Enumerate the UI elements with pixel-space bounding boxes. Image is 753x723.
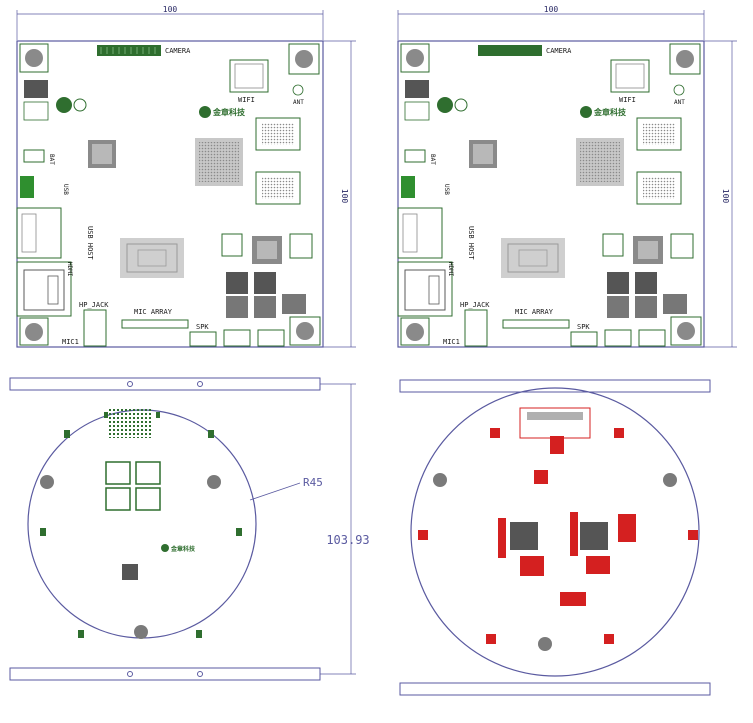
capacitor [56, 97, 72, 113]
mount-hole [40, 475, 54, 489]
brand-logo-icon [199, 106, 211, 118]
hp-jack-label: HP_JACK [460, 301, 490, 309]
board-top-right: 100 100 CAMERA WIFI ANT 金章科技 [397, 5, 737, 348]
round-board-outline [27, 409, 257, 639]
mount-hole [677, 322, 695, 340]
mic-array-label: MIC ARRAY [515, 308, 554, 316]
hp-jack [83, 309, 107, 347]
codec-chip [580, 522, 608, 550]
height-dimension-label: 103.93 [326, 533, 369, 547]
wifi-label: WIFI [238, 96, 255, 104]
brand-label: 金章科技 [593, 107, 627, 117]
ant-label: ANT [293, 99, 304, 106]
dram-chip [255, 117, 301, 151]
board-bottom-left: 金章科技 R45 103.93 [9, 377, 370, 681]
usb-host-label: USB HOST [467, 226, 475, 261]
radius-leader [249, 482, 301, 501]
hp-jack-label: HP_JACK [79, 301, 109, 309]
spk-label: SPK [196, 323, 209, 331]
height-dimension-label: 100 [721, 189, 730, 204]
board-top-left: 100 100 CAMERA WIFI ANT [16, 5, 356, 348]
mic1-label: MIC1 [62, 338, 79, 346]
dram-chip [255, 171, 301, 205]
spk-label: SPK [577, 323, 590, 331]
mount-frame [19, 317, 49, 346]
mount-hole [207, 475, 221, 489]
emmc-chip [501, 238, 565, 278]
wifi-module [229, 59, 269, 93]
hdmi-port [16, 261, 72, 317]
usb-label: USB [62, 184, 69, 195]
usb-otg-port [20, 176, 34, 198]
brand-logo-icon [580, 106, 592, 118]
hdmi-label: HDMI [447, 262, 454, 277]
camera-header [478, 45, 542, 56]
mount-hole [25, 323, 43, 341]
mount-hole [295, 50, 313, 68]
width-dimension-label: 100 [163, 5, 178, 14]
mount-hole [433, 473, 447, 487]
mount-frame [288, 43, 320, 75]
mount-hole [296, 322, 314, 340]
mount-bar-bottom [9, 667, 321, 681]
mount-hole [406, 323, 424, 341]
mic-chip [122, 564, 138, 580]
wifi-module [610, 59, 650, 93]
usb-label: USB [443, 184, 450, 195]
camera-header [97, 45, 161, 56]
bat-connector [23, 149, 45, 163]
dram-chip [636, 117, 682, 151]
wifi-label: WIFI [619, 96, 636, 104]
camera-label: CAMERA [165, 47, 191, 55]
codec-chip [135, 461, 161, 485]
mount-bar-top [9, 377, 321, 391]
radius-label: R45 [303, 476, 323, 489]
dram-chip [636, 171, 682, 205]
bat-label: BAT [429, 154, 436, 165]
board-outline [16, 40, 324, 348]
board-outline [397, 40, 705, 348]
width-dimension-label: 100 [544, 5, 559, 14]
hdmi-label: HDMI [66, 262, 73, 277]
height-dimension-label: 100 [340, 189, 349, 204]
mount-hole [406, 49, 424, 67]
board-bottom-right [399, 379, 711, 696]
mic-array-label: MIC ARRAY [134, 308, 173, 316]
emmc-chip [120, 238, 184, 278]
brand-label: 金章科技 [212, 107, 246, 117]
mount-hole [676, 50, 694, 68]
mount-frame [289, 316, 321, 346]
inductor [24, 80, 48, 98]
mic1-label: MIC1 [443, 338, 460, 346]
mic-array-connector [121, 319, 189, 329]
mount-bar-bottom [399, 682, 711, 696]
usb-host-port [16, 207, 62, 259]
round-board-outline [410, 387, 700, 677]
codec-chip [510, 522, 538, 550]
ant-pad [292, 84, 304, 96]
camera-label: CAMERA [546, 47, 572, 55]
mount-bar-top [399, 379, 711, 393]
mount-hole [538, 637, 552, 651]
brand-logo-icon [161, 544, 169, 552]
mount-hole [25, 49, 43, 67]
brand-label: 金章科技 [170, 545, 196, 553]
usb-host-label: USB HOST [86, 226, 94, 261]
mount-hole [134, 625, 148, 639]
mount-frame [19, 43, 49, 73]
bat-label: BAT [48, 154, 55, 165]
codec-chip [105, 461, 131, 485]
ant-label: ANT [674, 99, 685, 106]
mount-hole [663, 473, 677, 487]
connector-cluster [108, 408, 152, 438]
